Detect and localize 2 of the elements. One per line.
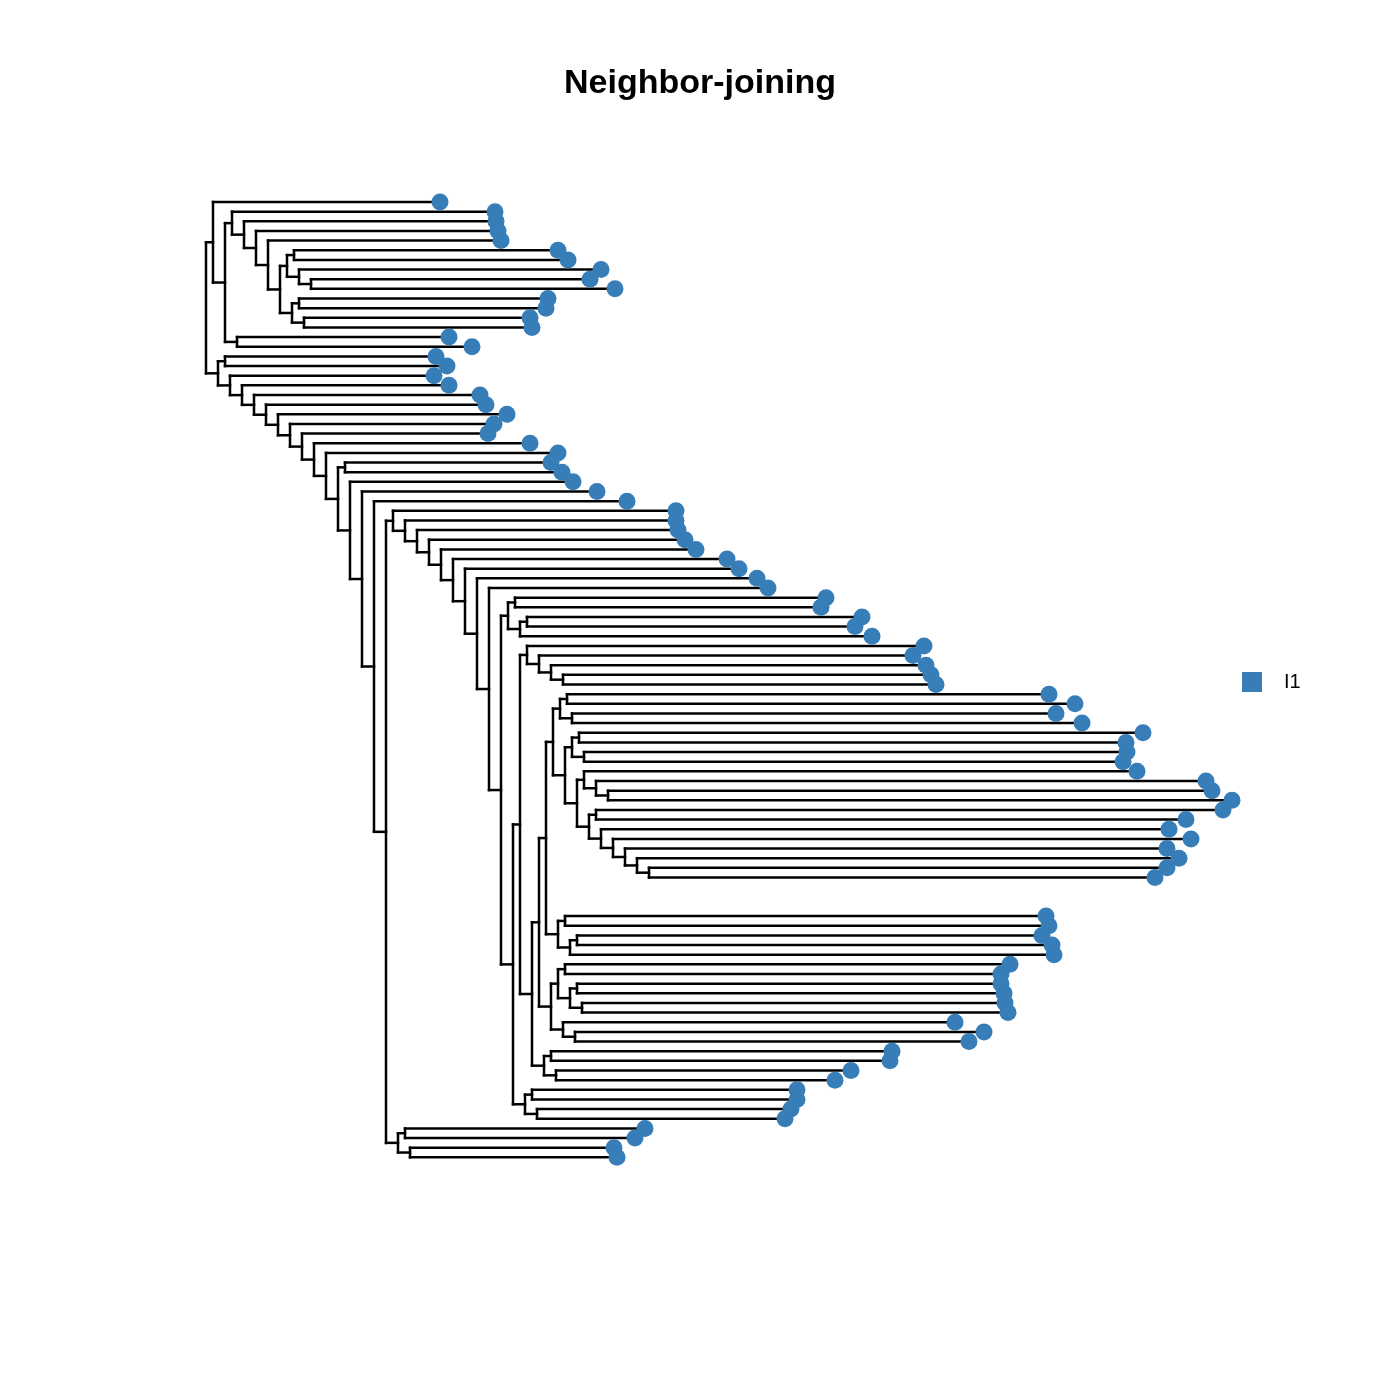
chart-title: Neighbor-joining <box>563 62 837 101</box>
legend-label: I1 <box>1284 670 1301 693</box>
